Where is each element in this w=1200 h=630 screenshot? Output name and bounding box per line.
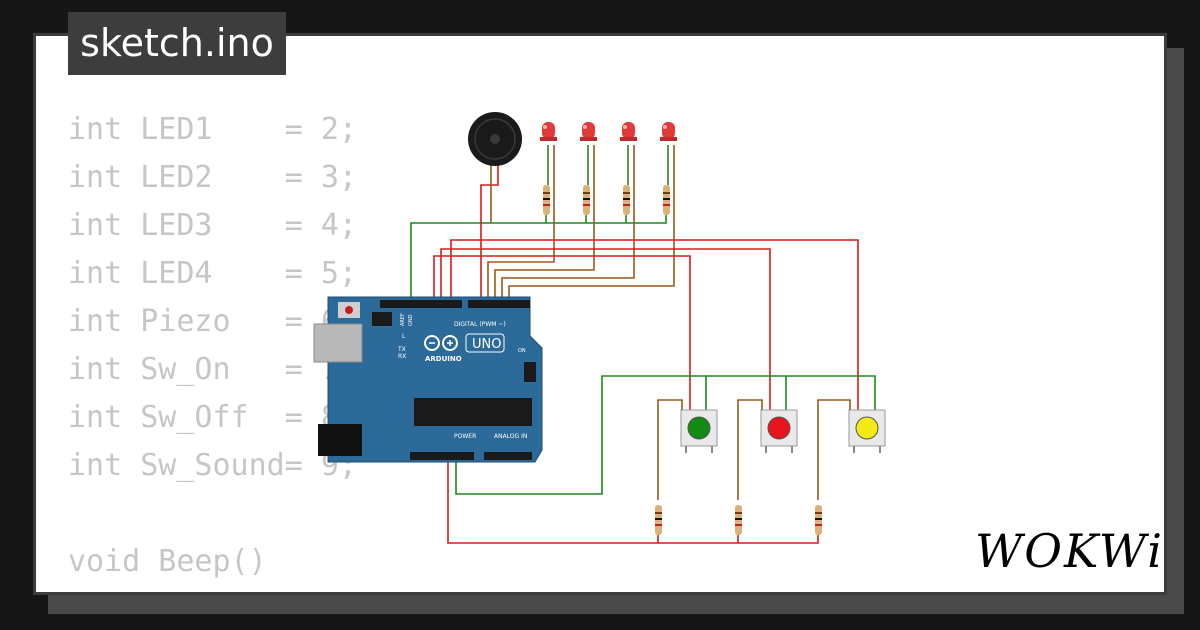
- wire-led2-brown: [494, 145, 595, 302]
- board-model: UNO: [472, 337, 501, 352]
- wire-btn1-red: [433, 255, 691, 412]
- wire-btn2-red: [440, 248, 771, 412]
- led-2[interactable]: [580, 122, 597, 141]
- resistor-2: [583, 185, 590, 215]
- board-label-rx: RX: [398, 353, 406, 360]
- led-4[interactable]: [660, 122, 677, 141]
- wire-btn1-brown: [657, 399, 683, 500]
- code-line: void Beep(): [68, 544, 267, 579]
- resistor-1: [543, 185, 550, 215]
- resistor-4: [663, 185, 670, 215]
- wire-led4-brown: [508, 145, 675, 302]
- wire-led3-brown: [501, 145, 635, 302]
- wire-ground-to-board: [410, 222, 546, 302]
- power-jack: [318, 424, 362, 456]
- icsp-header: [372, 312, 392, 326]
- button-resistors: [655, 505, 822, 535]
- board-label-tx: TX: [397, 346, 406, 353]
- digital-header: [380, 300, 462, 308]
- wokwi-logo: WOKWi: [975, 524, 1164, 578]
- push-button-yellow[interactable]: [848, 409, 886, 453]
- push-buttons: [680, 409, 886, 453]
- wire-bottom-to-board: [447, 462, 658, 544]
- board-label-aref: AREF: [400, 313, 406, 326]
- icsp-header-2: [524, 362, 536, 382]
- arduino-uno-board[interactable]: AREF GND DIGITAL (PWM ~) L TX RX UNO ARD…: [313, 296, 543, 463]
- piezo-buzzer[interactable]: [468, 112, 522, 166]
- led-resistors: [543, 185, 670, 215]
- wire-btn-green-to-board: [455, 375, 706, 495]
- usb-connector: [313, 323, 363, 363]
- microcontroller-chip: [414, 398, 532, 426]
- board-label-on: ON: [518, 348, 526, 354]
- board-label-power: POWER: [454, 433, 476, 440]
- resistor-3: [623, 185, 630, 215]
- led-1[interactable]: [540, 122, 557, 141]
- code-line: int LED1 = 2;: [68, 112, 357, 147]
- wires: [410, 145, 876, 544]
- leds: [540, 122, 677, 141]
- wire-btn-green-bus: [705, 375, 876, 412]
- arduino-logo-icon: [424, 335, 458, 351]
- wire-led-ground: [545, 215, 667, 224]
- wire-btn3-red: [450, 239, 859, 412]
- code-line: int LED3 = 4;: [68, 208, 357, 243]
- board-brand: ARDUINO: [425, 355, 462, 363]
- preview-card: int LED1 = 2; int LED2 = 3; int LED3 = 4…: [33, 33, 1167, 595]
- code-line: int Sw_Sound= 9;: [68, 448, 357, 483]
- push-button-red[interactable]: [760, 409, 798, 453]
- resistor-7: [815, 505, 822, 535]
- board-label-digital: DIGITAL (PWM ~): [454, 321, 506, 328]
- file-tab[interactable]: sketch.ino: [68, 12, 286, 75]
- wire-piezo-red: [480, 165, 499, 302]
- board-label-l: L: [402, 333, 406, 340]
- resistor-5: [655, 505, 662, 535]
- wire-btn2-brown: [737, 399, 763, 500]
- resistor-6: [735, 505, 742, 535]
- led-3[interactable]: [620, 122, 637, 141]
- digital-header-2: [468, 300, 530, 308]
- board-label-gnd: GND: [408, 314, 414, 326]
- push-button-green[interactable]: [680, 409, 718, 453]
- code-line: int LED2 = 3;: [68, 160, 357, 195]
- power-header: [410, 452, 474, 460]
- wire-btn3-brown: [817, 399, 851, 500]
- board-label-analog: ANALOG IN: [494, 433, 527, 440]
- code-line: int LED4 = 5;: [68, 256, 357, 291]
- analog-header: [484, 452, 532, 460]
- wire-led1-brown: [487, 145, 555, 302]
